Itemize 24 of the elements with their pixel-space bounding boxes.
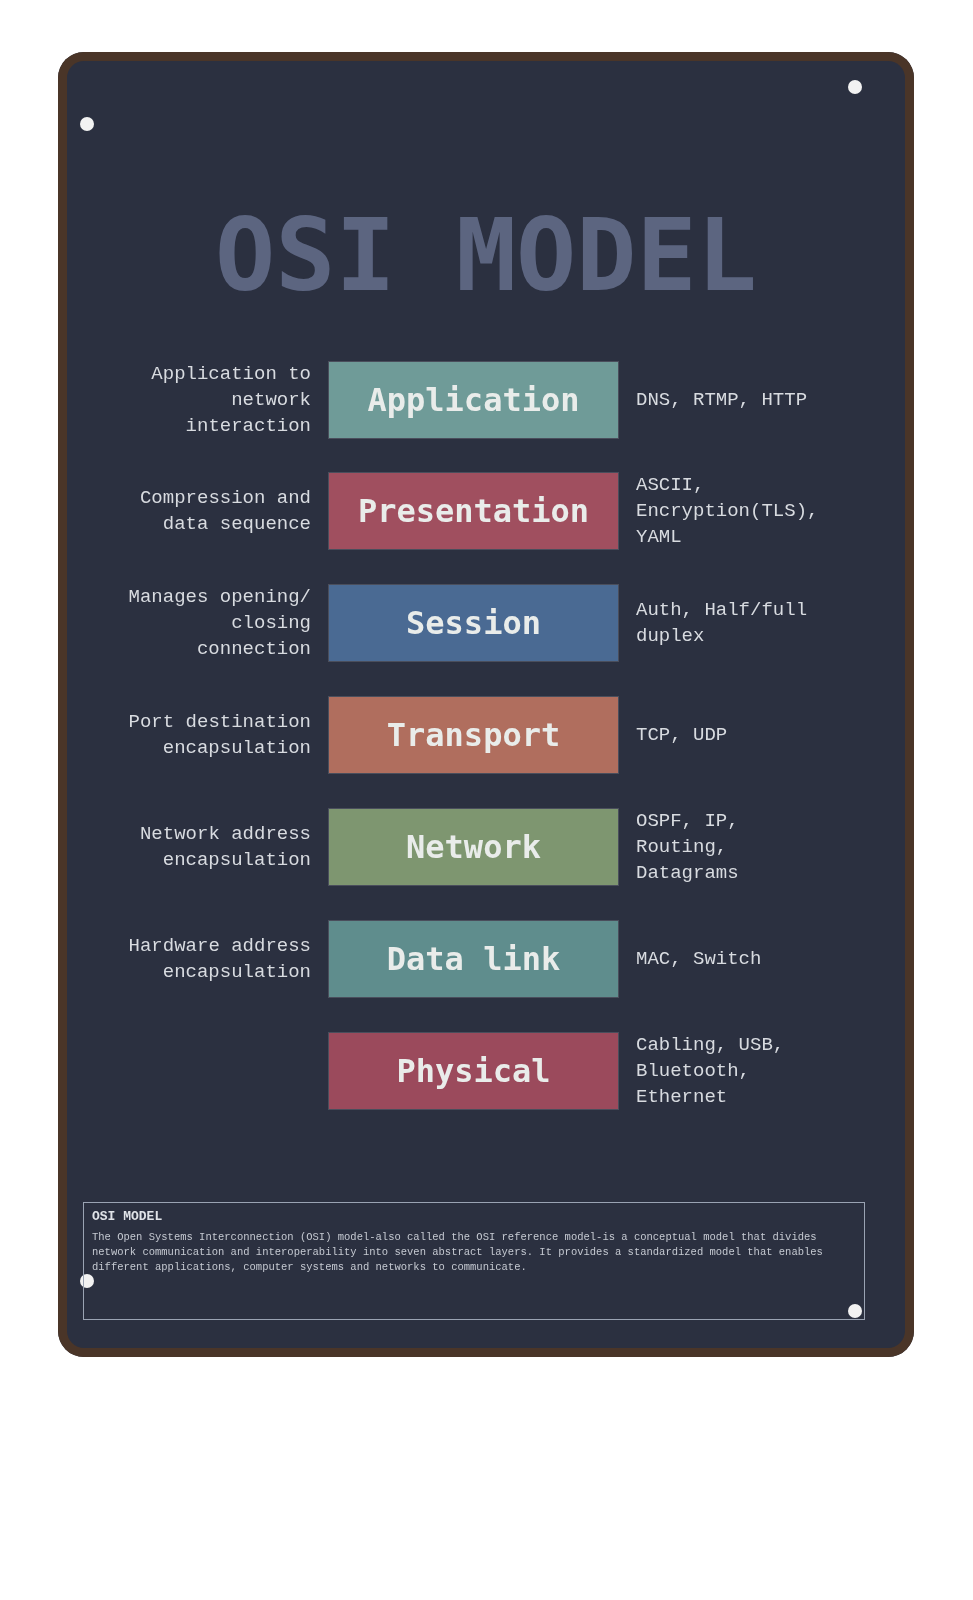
protocol-list: TCP, UDP (636, 722, 831, 748)
layer-description: Hardware address encapsulation (127, 934, 311, 985)
protocol-list: OSPF, IP, Routing, Datagrams (636, 808, 831, 886)
protocol-list: MAC, Switch (636, 946, 831, 972)
layer-box: Presentation (329, 473, 618, 549)
layer-box: Physical (329, 1033, 618, 1109)
protocol-list: DNS, RTMP, HTTP (636, 387, 831, 413)
caption-text: The Open Systems Interconnection (OSI) model-also called the OSI reference model-is a conceptual model that divides network communication and interoperability into seven abstract layers. It provides a standardized model that enables different applications, computer systems and networks to communicate. (92, 1230, 824, 1275)
layer-description: Network address encapsulation (138, 822, 311, 873)
caption-heading: OSI MODEL (92, 1209, 164, 1224)
protocol-list: ASCII, Encryption(TLS), YAML (636, 472, 831, 550)
layer-description: Port destination encapsulation (127, 710, 311, 761)
layer-description: Application to network interaction (150, 362, 311, 439)
layer-box: Application (329, 362, 618, 438)
layer-box: Transport (329, 697, 618, 773)
layer-description: Manages opening/ closing connection (127, 585, 311, 662)
protocol-list: Auth, Half/full duplex (636, 597, 831, 649)
layer-box: Network (329, 809, 618, 885)
layer-box: Session (329, 585, 618, 661)
title: OSI MODEL (214, 197, 758, 314)
protocol-list: Cabling, USB, Bluetooth, Ethernet (636, 1032, 831, 1110)
layer-box: Data link (329, 921, 618, 997)
caption-panel (83, 1202, 865, 1320)
layer-description: Compression and data sequence (138, 486, 311, 537)
